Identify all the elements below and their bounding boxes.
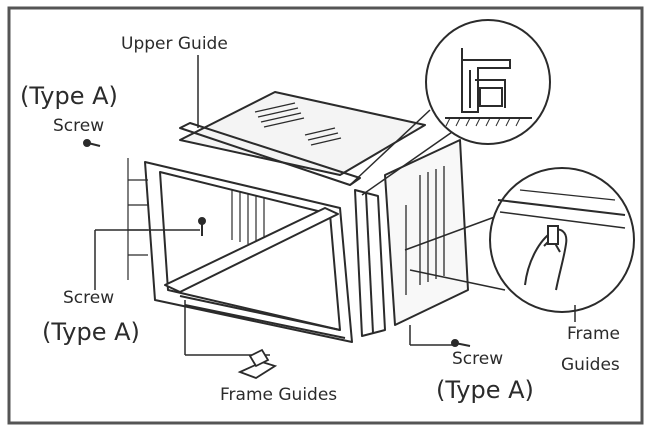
screw-label-top: Screw [53, 116, 105, 136]
screw-icon [198, 217, 206, 236]
screw-icon [83, 139, 101, 147]
detail-circle-frame-guides [404, 167, 635, 313]
air-conditioner-unit [94, 55, 469, 356]
screw-label-right: Screw [452, 349, 504, 369]
frame-label-right: Frame [567, 324, 620, 344]
diagram-border [7, 6, 644, 425]
screw-label-left: Screw [63, 288, 115, 308]
frame-guide-piece [237, 348, 278, 379]
frame-guides-label-bottom: Frame Guides [220, 385, 338, 405]
type-a-label-left: (Type A) [42, 318, 140, 346]
type-a-label-top: (Type A) [20, 82, 118, 110]
type-a-label-right: (Type A) [436, 376, 534, 404]
upper-guide-label: Upper Guide [121, 34, 228, 54]
detail-circle-guide [349, 19, 551, 196]
screw-icon [451, 339, 471, 347]
guides-label-right: Guides [561, 355, 620, 375]
